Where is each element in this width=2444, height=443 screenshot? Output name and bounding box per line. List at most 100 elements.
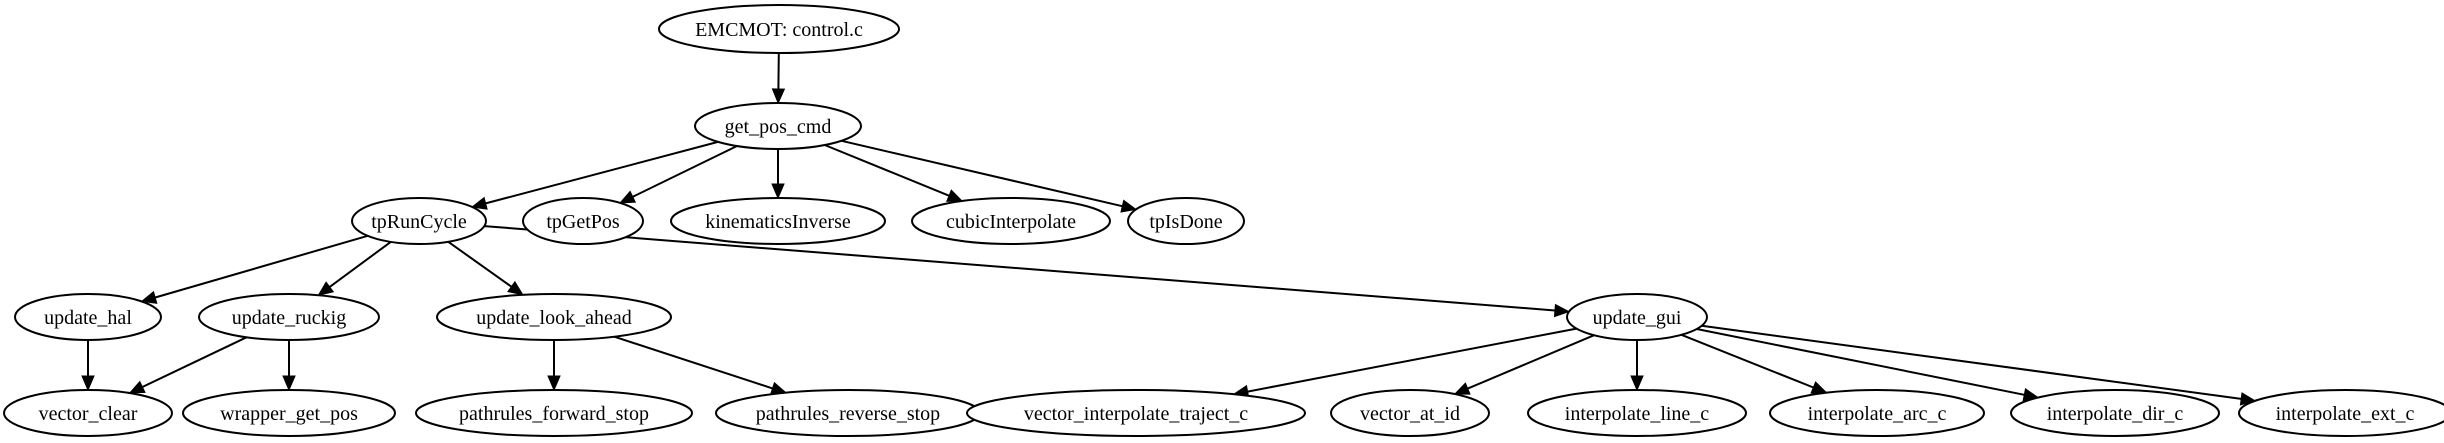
edge-tpRunCycle-to-update_hal <box>140 234 369 304</box>
node-cubicInterpolate: cubicInterpolate <box>911 197 1111 245</box>
edge-update_look_ahead-to-pathrules_reverse_stop <box>613 335 788 395</box>
node-label: vector_clear <box>39 403 138 425</box>
arrowhead-icon <box>618 190 637 204</box>
edge-line <box>1247 327 1577 393</box>
arrowhead-icon <box>1810 381 1828 394</box>
node-update_gui: update_gui <box>1566 293 1708 341</box>
arrowhead-icon <box>1630 375 1644 392</box>
node-ellipse <box>1527 389 1747 437</box>
node-ellipse <box>351 197 487 245</box>
edge-line <box>613 335 773 390</box>
edge-line <box>141 336 247 388</box>
edge-get_pos_cmd-to-kinematicsInverse <box>771 149 785 200</box>
arrowhead-icon <box>771 88 786 105</box>
node-label: update_gui <box>1593 307 1682 329</box>
edge-tpRunCycle-to-update_gui <box>484 225 1571 318</box>
arrowhead-icon <box>282 375 296 392</box>
node-interpolate_arc_c: interpolate_arc_c <box>1769 389 1985 437</box>
arrowhead-icon <box>507 280 524 296</box>
node-label: interpolate_ext_c <box>2276 403 2415 425</box>
edge-update_hal-to-vector_clear <box>81 340 95 392</box>
nodes-layer: EMCMOT: control.c get_pos_cmd tpRunCycle tp… <box>3 4 2444 437</box>
arrowhead-icon <box>1120 199 1138 213</box>
node-tpRunCycle: tpRunCycle <box>351 197 487 245</box>
arrowhead-icon <box>470 196 488 210</box>
edge-update_gui-to-interpolate_line_c <box>1630 340 1644 392</box>
node-update_look_ahead: update_look_ahead <box>436 293 672 341</box>
node-label: vector_interpolate_traject_c <box>1024 403 1248 425</box>
node-ellipse <box>436 293 672 341</box>
edge-line <box>632 145 738 198</box>
node-ellipse <box>198 293 380 341</box>
node-ellipse <box>966 389 1306 437</box>
node-label: tpRunCycle <box>371 211 467 233</box>
node-update_ruckig: update_ruckig <box>198 293 380 341</box>
node-vector_at_id: vector_at_id <box>1330 389 1490 437</box>
edge-line <box>824 144 950 197</box>
node-ellipse <box>2238 389 2444 437</box>
node-label: pathrules_forward_stop <box>459 403 649 425</box>
node-emcmot: EMCMOT: control.c <box>658 4 900 54</box>
edge-get_pos_cmd-to-tpRunCycle <box>470 140 719 210</box>
arrowhead-icon <box>771 183 785 200</box>
node-vector_clear: vector_clear <box>3 389 173 437</box>
node-interpolate_ext_c: interpolate_ext_c <box>2238 389 2444 437</box>
edge-update_gui-to-interpolate_arc_c <box>1681 333 1828 394</box>
arrowhead-icon <box>128 380 146 394</box>
edge-tpRunCycle-to-update_look_ahead <box>447 240 524 296</box>
edge-get_pos_cmd-to-tpIsDone <box>841 139 1138 213</box>
node-tpGetPos: tpGetPos <box>522 197 644 245</box>
node-label: update_hal <box>44 307 132 329</box>
node-label: tpIsDone <box>1149 211 1222 233</box>
edge-update_ruckig-to-wrapper_get_pos <box>282 340 296 392</box>
edge-line <box>447 240 512 288</box>
node-ellipse <box>670 197 886 245</box>
node-ellipse <box>14 293 162 341</box>
node-ellipse <box>522 197 644 245</box>
node-interpolate_dir_c: interpolate_dir_c <box>2010 389 2220 437</box>
edges-layer <box>81 52 2257 406</box>
edge-line <box>1696 328 2025 396</box>
node-tpIsDone: tpIsDone <box>1127 197 1245 245</box>
edge-line <box>484 225 1556 312</box>
node-pathrules_reverse_stop: pathrules_reverse_stop <box>715 389 981 437</box>
node-label: interpolate_dir_c <box>2047 403 2184 425</box>
node-label: vector_at_id <box>1360 403 1460 425</box>
edge-line <box>485 140 719 205</box>
arrowhead-icon <box>946 189 964 202</box>
node-ellipse <box>911 197 1111 245</box>
node-label: wrapper_get_pos <box>220 403 358 425</box>
edge-update_look_ahead-to-pathrules_forward_stop <box>547 340 561 392</box>
node-label: update_look_ahead <box>476 307 632 329</box>
node-ellipse <box>3 389 173 437</box>
node-update_hal: update_hal <box>14 293 162 341</box>
node-ellipse <box>1769 389 1985 437</box>
edge-tpRunCycle-to-update_ruckig <box>317 241 392 297</box>
node-ellipse <box>415 389 693 437</box>
edge-update_gui-to-vector_interpolate_traject_c <box>1232 327 1577 399</box>
node-ellipse <box>1330 389 1490 437</box>
node-ellipse <box>182 389 396 437</box>
edge-line <box>1467 334 1595 390</box>
node-label: EMCMOT: control.c <box>695 19 863 41</box>
edge-line <box>154 234 369 299</box>
arrowhead-icon <box>1553 303 1571 318</box>
edge-line <box>1681 333 1814 389</box>
edge-line <box>841 139 1123 208</box>
node-label: cubicInterpolate <box>946 211 1076 233</box>
edge-line <box>1701 324 2242 400</box>
edge-get_pos_cmd-to-tpGetPos <box>618 145 738 204</box>
arrowhead-icon <box>547 375 561 392</box>
node-ellipse <box>1127 197 1245 245</box>
arrowhead-icon <box>317 281 335 297</box>
node-ellipse <box>1566 293 1708 341</box>
node-kinematicsInverse: kinematicsInverse <box>670 197 886 245</box>
arrowhead-icon <box>81 375 95 392</box>
node-label: kinematicsInverse <box>705 211 851 233</box>
node-label: pathrules_reverse_stop <box>756 403 940 425</box>
arrowhead-icon <box>1453 382 1471 395</box>
node-ellipse <box>694 102 862 150</box>
arrowhead-icon <box>140 290 158 304</box>
node-label: get_pos_cmd <box>725 116 832 138</box>
